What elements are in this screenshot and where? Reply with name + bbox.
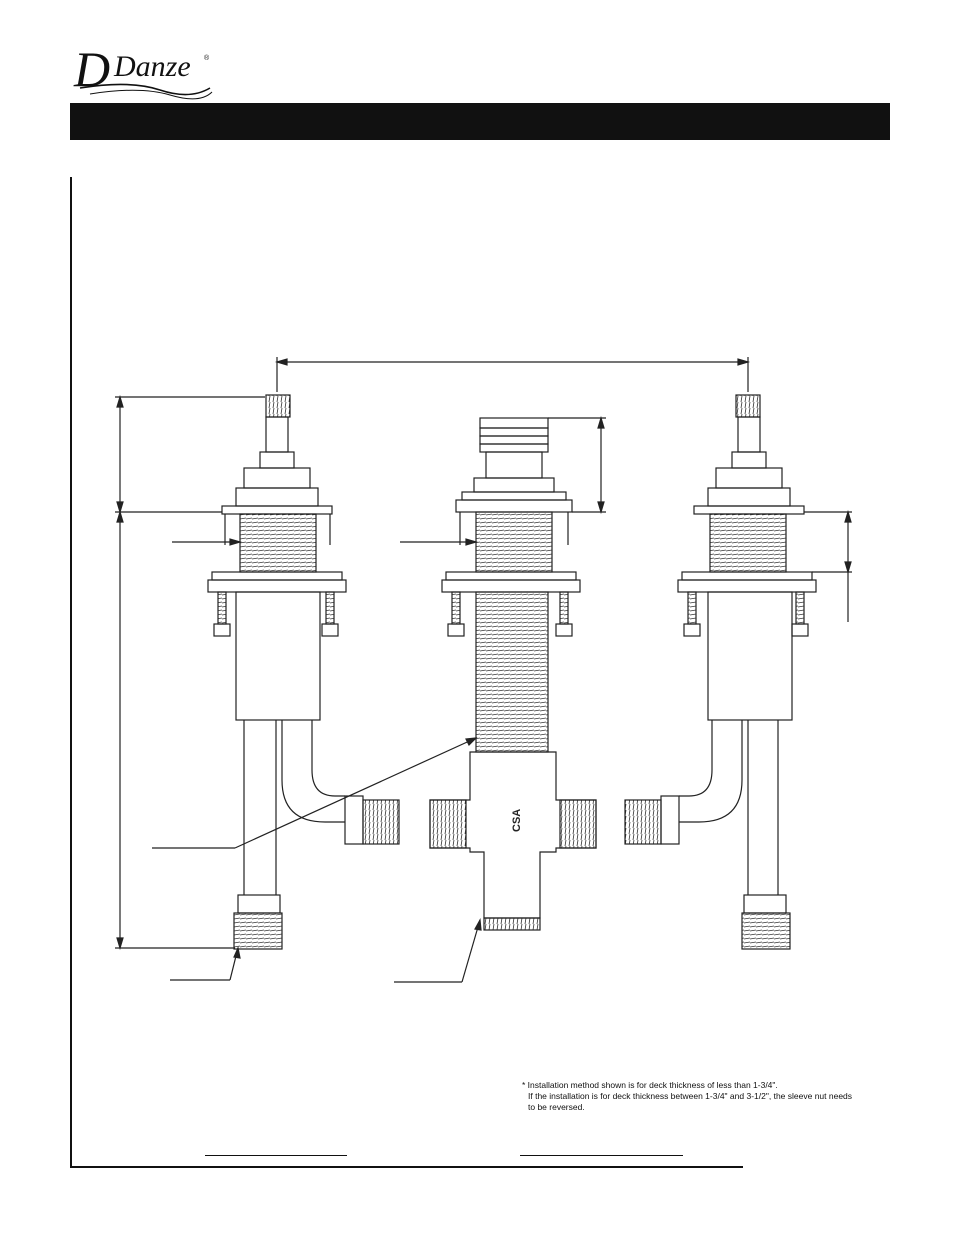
danze-logo: D Danze ®: [73, 41, 213, 100]
left-handle-valve: [207, 394, 400, 950]
installation-note: * Installation method shown is for deck …: [522, 1080, 902, 1113]
overall-height-dimension: [115, 394, 265, 951]
svg-text:D: D: [73, 41, 110, 97]
registered-mark: ®: [204, 54, 210, 62]
deck-thickness-dimension: [804, 509, 852, 622]
center-spout-valve: [429, 417, 597, 931]
center-spacing-dimension: [274, 357, 751, 392]
right-handle-valve: [624, 394, 817, 950]
note-line-3: to be reversed.: [528, 1102, 585, 1112]
note-line-2: If the installation is for deck thicknes…: [528, 1091, 853, 1101]
signature-line-right: [520, 1155, 683, 1156]
title-bar: [70, 103, 890, 140]
frame-bottom-rule: [70, 1166, 743, 1168]
spout-height-dimension: [548, 415, 606, 515]
note-line-1: * Installation method shown is for deck …: [522, 1080, 778, 1090]
signature-line-left: [205, 1155, 347, 1156]
csa-marking: CSA: [511, 809, 523, 832]
leader-lines: [152, 538, 482, 983]
frame-left-rule: [70, 177, 72, 1167]
logo-text: Danze: [113, 50, 191, 83]
